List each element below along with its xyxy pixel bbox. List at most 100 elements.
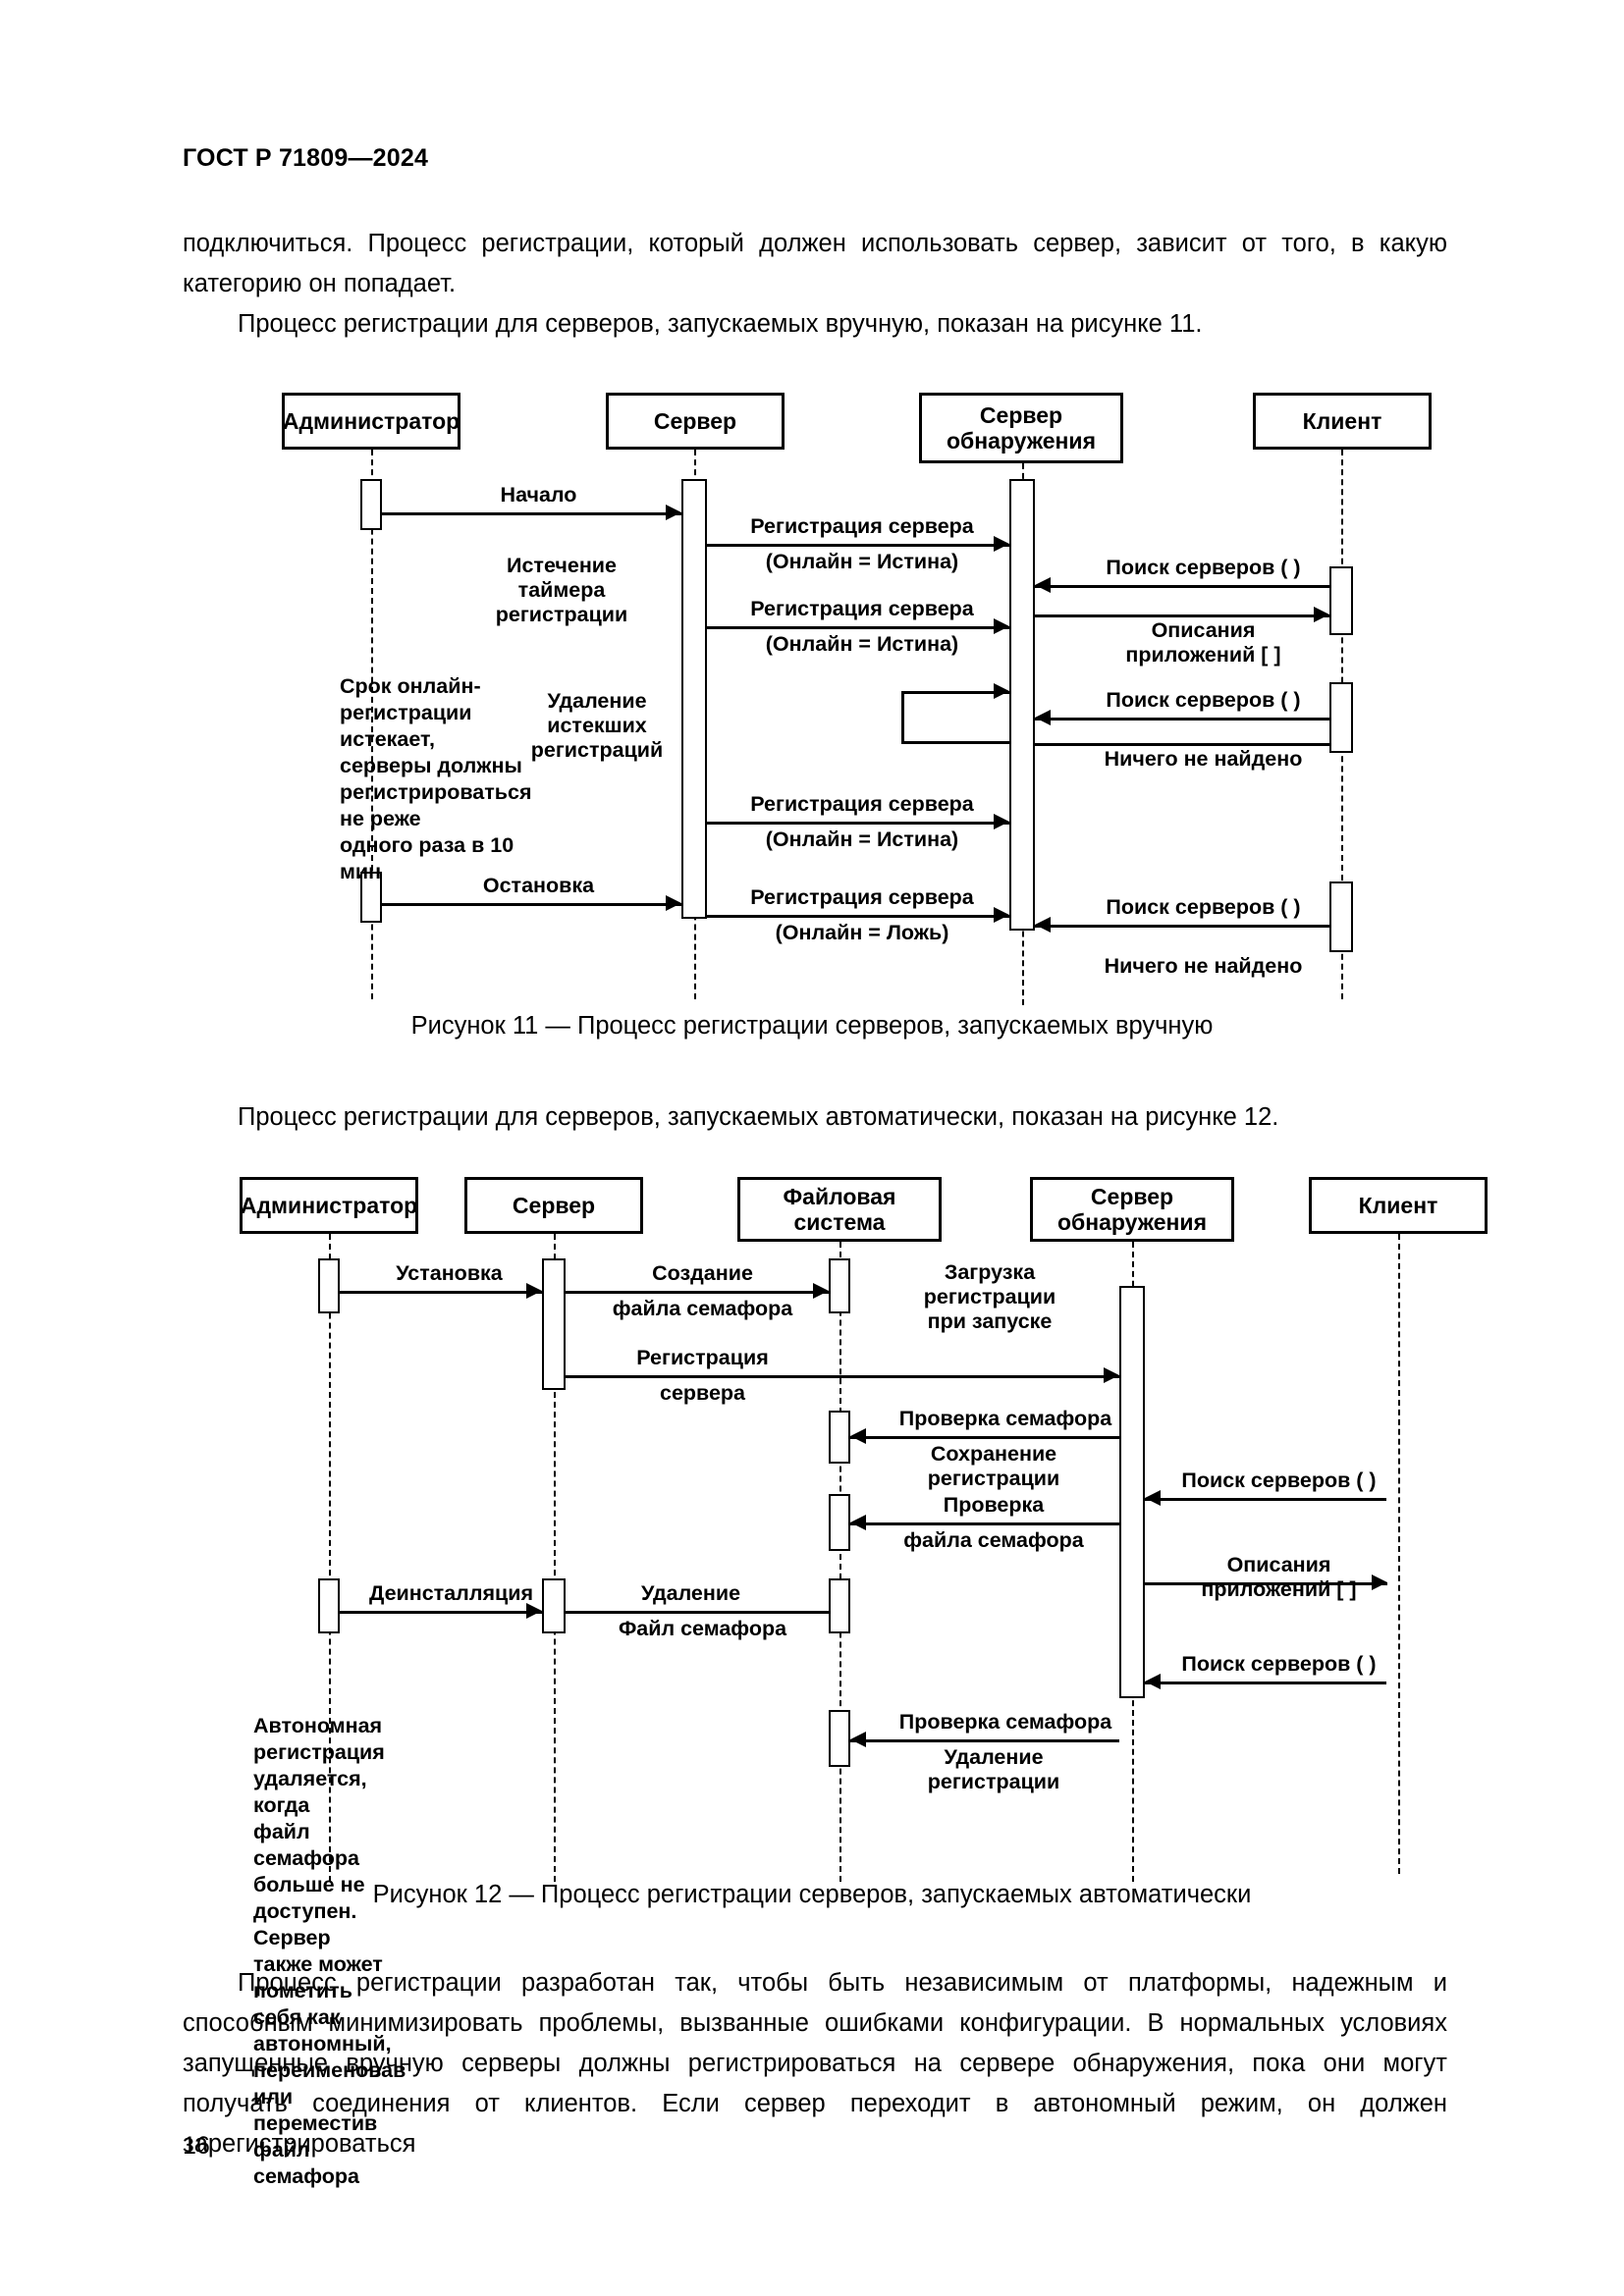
message-arrow-start bbox=[382, 512, 681, 515]
message-label-nothing-found-1: Ничего не найдено bbox=[1104, 747, 1303, 771]
message-label-uninstall: Деинсталляция bbox=[368, 1581, 534, 1605]
activation-server-uninstall bbox=[542, 1578, 566, 1633]
message-arrow-stop bbox=[382, 903, 681, 906]
activation-server bbox=[681, 479, 707, 919]
message-label-find-servers-2: Поиск серверов ( ) bbox=[1181, 1652, 1377, 1676]
message-arrow-check-semaphore-2 bbox=[850, 1739, 1119, 1742]
lifeline-administrator bbox=[329, 1234, 331, 1882]
message-label-register-1: Регистрация сервера bbox=[750, 514, 974, 538]
message-label-check-semaphore-file-sub: файла семафора bbox=[903, 1528, 1084, 1552]
activation-file-system-delete bbox=[829, 1578, 850, 1633]
message-arrow-app-descriptions-head bbox=[1372, 1575, 1387, 1590]
actor-header-administrator: Администратор bbox=[282, 393, 460, 450]
message-label-save-registration: Сохранение регистрации bbox=[927, 1442, 1060, 1490]
actor-header-discovery-server: Сервер обнаружения bbox=[919, 393, 1123, 463]
message-label-find-servers-1: Поиск серверов ( ) bbox=[1106, 556, 1301, 579]
message-arrow-check-semaphore-2-head bbox=[850, 1732, 866, 1747]
lifeline-file-system bbox=[839, 1242, 841, 1882]
message-label-find-servers-3: Поиск серверов ( ) bbox=[1106, 895, 1301, 919]
message-label-check-semaphore-2: Проверка семафора bbox=[898, 1710, 1112, 1734]
message-label-register-server-sub: сервера bbox=[659, 1381, 746, 1405]
lifeline-client bbox=[1398, 1234, 1400, 1874]
message-arrow-register-1 bbox=[707, 544, 1009, 547]
figure-12-reference-paragraph: Процесс регистрации для серверов, запуск… bbox=[238, 1103, 1279, 1131]
message-line-nothing-found-1 bbox=[1035, 743, 1329, 746]
activation-discovery-server bbox=[1009, 479, 1035, 931]
message-arrow-register-server-head bbox=[1104, 1367, 1119, 1383]
message-label-register-server: Регистрация bbox=[636, 1346, 769, 1369]
closing-text: Процесс регистрации разработан так, чтоб… bbox=[183, 1969, 1447, 2158]
message-arrow-register-server bbox=[566, 1375, 1119, 1378]
message-label-register-2-sub: (Онлайн = Истина) bbox=[765, 632, 959, 656]
message-label-check-semaphore-file: Проверка bbox=[943, 1493, 1045, 1517]
message-arrow-register-2-head bbox=[994, 618, 1009, 634]
note-offline-registration: Автономная регистрация удаляется, когда … bbox=[253, 1714, 406, 2188]
message-label-delete-registration: Удаление регистрации bbox=[927, 1745, 1060, 1793]
message-arrow-create-semaphore-head bbox=[813, 1283, 829, 1299]
message-arrow-register-false-head bbox=[994, 907, 1009, 923]
lifeline-administrator bbox=[371, 450, 373, 999]
activation-administrator-install bbox=[318, 1258, 340, 1313]
message-label-create-semaphore-sub: файла семафора bbox=[612, 1297, 793, 1320]
message-label-register-false-sub: (Онлайн = Ложь) bbox=[775, 921, 949, 944]
message-arrow-check-semaphore-file-head bbox=[850, 1515, 866, 1530]
message-arrow-install-head bbox=[526, 1283, 542, 1299]
message-arrow-find-servers-1-head bbox=[1145, 1490, 1161, 1506]
activation-file-system-check-1 bbox=[829, 1411, 850, 1464]
message-label-find-servers-2: Поиск серверов ( ) bbox=[1106, 688, 1301, 712]
page-number: 16 bbox=[183, 2132, 210, 2160]
note-timer-expiry: Истечение таймера регистрации bbox=[495, 554, 628, 626]
message-label-app-descriptions: Описания приложений [ ] bbox=[1125, 618, 1281, 667]
message-arrow-find-servers-1 bbox=[1035, 585, 1329, 588]
activation-client-1 bbox=[1329, 566, 1353, 635]
running-head: ГОСТ Р 71809—2024 bbox=[183, 144, 429, 172]
message-arrow-stop-head bbox=[666, 895, 681, 911]
message-label-create-semaphore: Создание bbox=[652, 1261, 753, 1285]
intro-text: подключиться. Процесс регистрации, котор… bbox=[183, 230, 1447, 297]
message-label-semaphore-file: Файл семафора bbox=[618, 1617, 787, 1640]
message-arrow-find-servers-3-head bbox=[1035, 917, 1051, 933]
figure-11-caption: Рисунок 11 — Процесс регистрации серверо… bbox=[410, 1012, 1214, 1040]
message-label-nothing-found-2: Ничего не найдено bbox=[1104, 954, 1303, 978]
activation-client-3 bbox=[1329, 881, 1353, 952]
actor-header-discovery-server: Сервер обнаружения bbox=[1030, 1177, 1234, 1242]
activation-file-system-create bbox=[829, 1258, 850, 1313]
message-arrow-find-servers-2 bbox=[1145, 1682, 1386, 1684]
figure-12-caption: Рисунок 12 — Процесс регистрации серверо… bbox=[372, 1881, 1252, 1908]
message-arrow-register-2 bbox=[707, 626, 1009, 629]
activation-discovery-server bbox=[1119, 1286, 1145, 1698]
actor-header-client: Клиент bbox=[1253, 393, 1432, 450]
message-arrow-start-head bbox=[666, 505, 681, 520]
message-label-install: Установка bbox=[396, 1261, 503, 1285]
message-label-register-2: Регистрация сервера bbox=[750, 597, 974, 620]
message-label-find-servers-1: Поиск серверов ( ) bbox=[1181, 1468, 1377, 1492]
message-arrow-register-false bbox=[707, 915, 1009, 918]
activation-client-2 bbox=[1329, 682, 1353, 753]
message-arrow-register-1-head bbox=[994, 536, 1009, 552]
message-arrow-app-descriptions bbox=[1035, 614, 1329, 617]
message-line-delete-semaphore bbox=[566, 1611, 829, 1614]
message-arrow-register-3-head bbox=[994, 814, 1009, 829]
activation-administrator-start bbox=[360, 479, 382, 530]
message-label-delete: Удаление bbox=[640, 1581, 741, 1605]
intro-indent-text: Процесс регистрации для серверов, запуск… bbox=[238, 310, 1203, 338]
message-arrow-find-servers-2-head bbox=[1145, 1674, 1161, 1689]
closing-paragraph: Процесс регистрации разработан так, чтоб… bbox=[183, 1963, 1447, 2164]
activation-server-install bbox=[542, 1258, 566, 1390]
message-label-register-3-sub: (Онлайн = Истина) bbox=[765, 828, 959, 851]
message-label-load-registration: Загрузка регистрации при запуске bbox=[923, 1260, 1056, 1333]
activation-administrator-uninstall bbox=[318, 1578, 340, 1633]
message-arrow-find-servers-1-head bbox=[1035, 577, 1051, 593]
actor-header-client: Клиент bbox=[1309, 1177, 1488, 1234]
actor-header-administrator: Администратор bbox=[240, 1177, 418, 1234]
message-arrow-app-descriptions-head bbox=[1314, 607, 1329, 622]
message-arrow-install bbox=[340, 1291, 542, 1294]
message-arrow-find-servers-2 bbox=[1035, 718, 1329, 721]
lifeline-server bbox=[554, 1234, 556, 1882]
actor-header-server: Сервер bbox=[606, 393, 785, 450]
actor-header-server: Сервер bbox=[464, 1177, 643, 1234]
message-label-register-1-sub: (Онлайн = Истина) bbox=[765, 550, 959, 573]
self-message-loop-arrow-head bbox=[994, 683, 1009, 699]
message-label-register-false: Регистрация сервера bbox=[750, 885, 974, 909]
